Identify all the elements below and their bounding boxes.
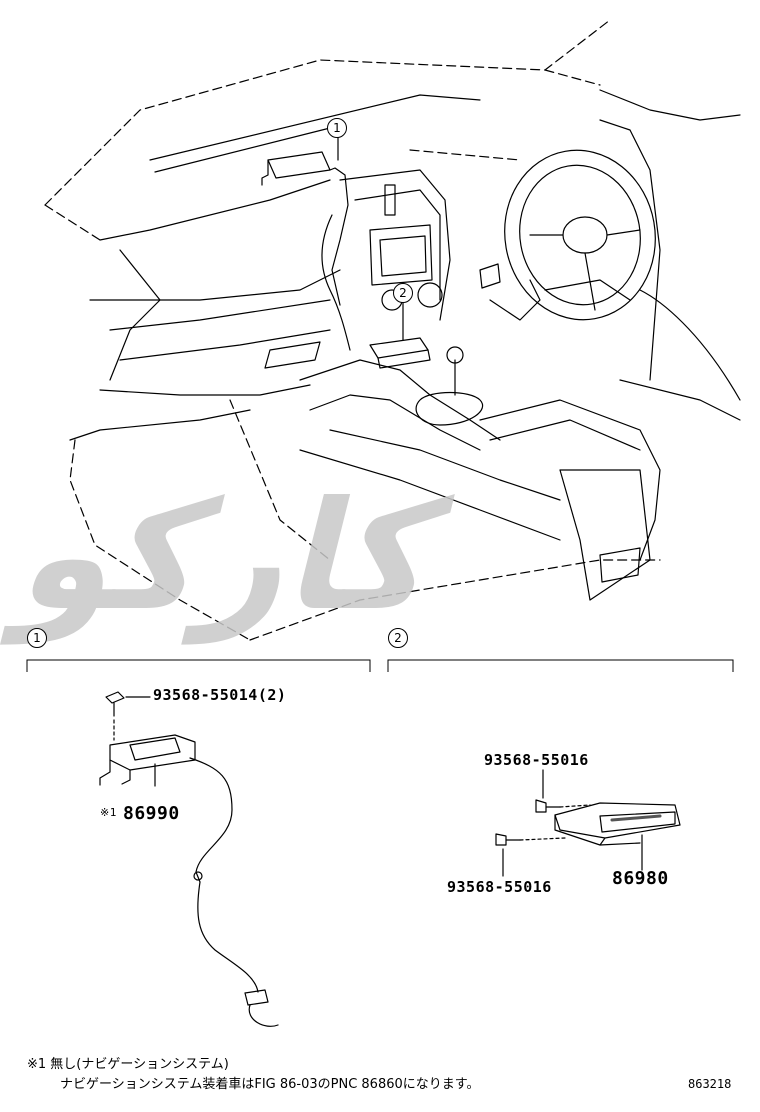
detail-86980 [495, 769, 681, 877]
label-screw-93568-55014: 93568-55014(2) [153, 686, 287, 704]
watermark: کارکو [6, 470, 461, 644]
section-index-1: 1 [27, 628, 47, 648]
footnote-line-1: ※1 無し(ナビゲーションシステム) [27, 1057, 229, 1072]
label-screw-93568-55016-bottom: 93568-55016 [447, 878, 552, 896]
footnote-line-2: ナビゲーションシステム装着車はFIG 86-03のPNC 86860になります。 [60, 1077, 480, 1092]
label-part-86980: 86980 [612, 868, 669, 889]
figure-number: 863218 [688, 1077, 732, 1091]
label-part-86990: 86990 [123, 803, 180, 824]
callout-1: 1 [327, 118, 347, 138]
label-note-marker: ※1 [100, 806, 117, 819]
label-screw-93568-55016-top: 93568-55016 [484, 751, 589, 769]
outline-dashed [44, 19, 661, 641]
detail-86990 [99, 691, 279, 1027]
section-index-2: 2 [388, 628, 408, 648]
callout-2: 2 [393, 283, 413, 303]
